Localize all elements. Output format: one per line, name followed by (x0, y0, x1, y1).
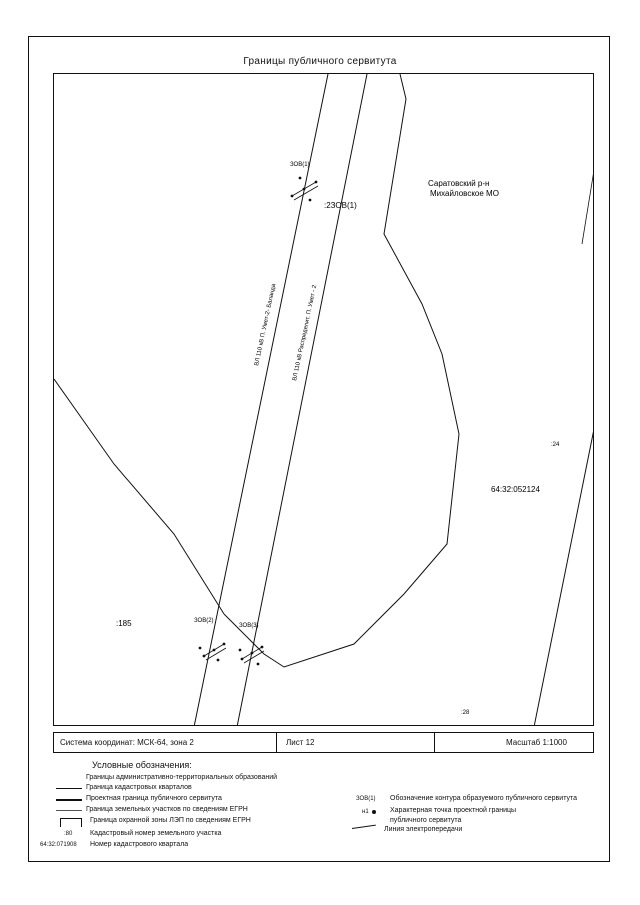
power-line-label-1: ВЛ 110 кВ П. Умет-2- Баланда (254, 283, 277, 367)
parcel-boundary-right-top (581, 173, 593, 245)
legend-land-plots: Граница земельных участков по сведениям … (86, 806, 248, 813)
bar-divider-1 (276, 733, 277, 752)
coordinate-system: Система координат: МСК-64, зона 2 (60, 738, 194, 747)
sheet-frame (28, 36, 610, 862)
parcel-boundary-center (223, 74, 460, 668)
legend-project-border: Проектная граница публичного сервитута (86, 795, 222, 802)
servitude-contour-top (290, 176, 319, 202)
power-line-label-2: ВЛ 110 кВ Распределит. П. Умет - 2 (292, 284, 318, 382)
parcel-label-185: :185 (116, 619, 132, 628)
point-tag-bottom-left: ЗОВ(2) (194, 618, 214, 624)
legend-title: Условные обозначения: (92, 760, 192, 770)
power-line-right (236, 74, 368, 725)
sheet-number: Лист 12 (286, 738, 315, 747)
legend-point-text-1: Характерная точка проектной границы (390, 807, 517, 814)
parcel-label-28: :28 (461, 710, 470, 716)
region-label-1: Саратовский р-н (428, 179, 489, 188)
legend-zone-icon (60, 818, 82, 827)
point-tag-bottom-right: ЗОВ(3) (239, 623, 259, 629)
map-drawing: Саратовский р-н Михайловское МО :2ЗОВ(1)… (54, 74, 593, 725)
legend-point-icon (372, 810, 376, 814)
legend-contour-sample: ЗОВ(1) (356, 796, 376, 802)
legend-cadastral-quarters: Граница кадастровых кварталов (86, 784, 192, 791)
point-tag-top: ЗОВ(1) (290, 162, 310, 168)
legend-land-plot-icon (56, 810, 82, 811)
legend-cad-number-text: Кадастровый номер земельного участка (90, 830, 222, 837)
scale: Масштаб 1:1000 (506, 738, 567, 747)
legend-point-text-2: публичного сервитута (390, 817, 462, 824)
servitude-contour-bottom-right (238, 645, 265, 666)
legend-quarter-line-icon (56, 788, 82, 789)
document-title: Границы публичного сервитута (243, 56, 397, 67)
legend-project-line-icon (56, 799, 82, 801)
parcel-boundary-left (54, 378, 225, 615)
legend-power-line-text: Линия электропередачи (384, 826, 463, 833)
power-line-left (193, 74, 329, 725)
parcel-label-24: :24 (551, 442, 560, 448)
parcel-boundary-right (533, 431, 593, 725)
bar-divider-2 (434, 733, 435, 752)
info-bar: Система координат: МСК-64, зона 2 Лист 1… (53, 732, 594, 753)
legend-cad-number-sample: :80 (64, 831, 73, 837)
legend-contour-text: Обозначение контура образуемого публично… (390, 795, 577, 802)
quarter-number: 64:32:052124 (491, 485, 540, 494)
map-area[interactable]: Саратовский р-н Михайловское МО :2ЗОВ(1)… (53, 73, 594, 726)
legend-quarter-text: Номер кадастрового квартала (90, 841, 189, 848)
region-label-2: Михайловское МО (430, 189, 499, 198)
contour-label-top: :2ЗОВ(1) (324, 201, 357, 210)
servitude-contour-bottom-left (198, 642, 227, 662)
legend-protection-zone: Граница охранной зоны ЛЭП по сведениям Е… (90, 817, 251, 824)
legend-point-sample: н1 (362, 809, 369, 815)
legend-quarter-sample: 64:32:071908 (40, 842, 77, 848)
legend-admin-border: Границы административно-территориальных … (86, 774, 278, 781)
